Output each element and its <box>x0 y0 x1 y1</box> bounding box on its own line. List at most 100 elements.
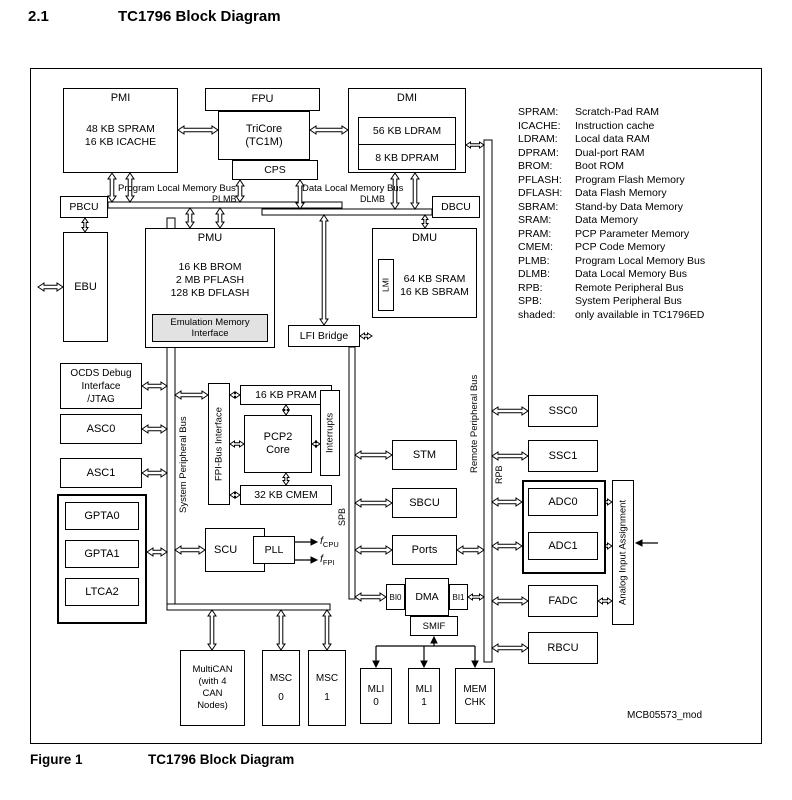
pcp2-line2: Core <box>266 444 290 456</box>
msc1-block: MSC 1 <box>308 650 346 726</box>
legend-abbr: CMEM: <box>518 241 553 253</box>
pmu-memories: 16 KB BROM 2 MB PFLASH 128 KB DFLASH <box>146 261 274 300</box>
section-number: 2.1 <box>28 8 49 25</box>
legend-row: RPB:Remote Peripheral Bus <box>518 282 705 296</box>
msc0-block: MSC 0 <box>262 650 300 726</box>
legend-row: PFLASH:Program Flash Memory <box>518 174 705 188</box>
legend-row: LDRAM:Local data RAM <box>518 133 705 147</box>
fpu-block: FPU <box>205 88 320 111</box>
legend-desc: Boot ROM <box>575 160 625 172</box>
msc1-line1: MSC <box>315 673 339 684</box>
mli1-line2: 1 <box>421 697 427 708</box>
mli0-block: MLI 0 <box>360 668 392 724</box>
msc1-line2: 1 <box>324 692 330 703</box>
memchk-line1: MEM <box>463 684 487 695</box>
legend-desc: Stand-by Data Memory <box>575 200 683 213</box>
legend-desc: only available in TC1796ED <box>575 308 705 321</box>
multican-block: MultiCAN (with 4 CAN Nodes) <box>180 650 245 726</box>
legend-desc: Data Local Memory Bus <box>575 268 688 280</box>
fcpu-symbol: f <box>320 535 323 547</box>
asc0-block: ASC0 <box>60 414 142 444</box>
ocds-block: OCDS Debug Interface /JTAG <box>60 363 142 409</box>
spb-bus-label: System Peripheral Bus <box>178 416 189 514</box>
legend-abbr: LDRAM: <box>518 133 558 145</box>
legend-abbr: PRAM: <box>518 227 552 240</box>
legend-abbr: ICACHE: <box>518 119 561 132</box>
ssc1-block: SSC1 <box>528 440 598 472</box>
stm-block: STM <box>392 440 457 470</box>
section-title: TC1796 Block Diagram <box>118 8 281 25</box>
adc0-block: ADC0 <box>528 488 598 516</box>
pcp2-core-block: PCP2 Core <box>244 415 312 473</box>
mli1-block: MLI 1 <box>408 668 440 724</box>
legend-row: SBRAM:Stand-by Data Memory <box>518 201 705 215</box>
legend-desc: PCP Parameter Memory <box>575 227 690 240</box>
legend-desc: Data Flash Memory <box>575 187 667 199</box>
ebu-block: EBU <box>63 232 108 342</box>
spb-abbr-label: SPB <box>337 508 347 527</box>
legend-desc: Scratch-Pad RAM <box>575 106 660 118</box>
legend-desc: Data Memory <box>575 214 639 226</box>
figure-border <box>30 68 762 744</box>
emulation-memory-interface-block: Emulation Memory Interface <box>152 314 268 342</box>
legend-row: DFLASH:Data Flash Memory <box>518 187 705 201</box>
legend-abbr: SRAM: <box>518 214 552 226</box>
asc1-block: ASC1 <box>60 458 142 488</box>
ocds-line1: OCDS Debug <box>70 367 132 379</box>
legend-desc: Program Local Memory Bus <box>575 254 706 267</box>
legend-row: DPRAM: Dual-port RAM <box>518 147 705 161</box>
ocds-line2: Interface <box>81 380 121 392</box>
dmi-ldram: 56 KB LDRAM <box>359 118 455 145</box>
msc0-line1: MSC <box>269 673 293 684</box>
fadc-block: FADC <box>528 585 598 617</box>
legend-row: shaded:only available in TC1796ED <box>518 309 705 323</box>
legend-desc: Program Flash Memory <box>575 173 685 186</box>
mli0-line2: 0 <box>373 697 379 708</box>
tricore-block: TriCore (TC1M) <box>218 111 310 160</box>
plmb-abbr: PLMB <box>212 194 237 204</box>
ffpi-symbol: f <box>320 553 323 565</box>
legend-abbr: BROM: <box>518 160 553 172</box>
dma-block: DMA <box>405 578 449 616</box>
legend-row: PRAM: PCP Parameter Memory <box>518 228 705 242</box>
gpta1-block: GPTA1 <box>65 540 139 568</box>
pmi-title: PMI <box>110 92 131 104</box>
dlmb-abbr: DLMB <box>360 194 386 204</box>
interrupts-block: Interrupts <box>320 390 340 476</box>
legend-row: SRAM: Data Memory <box>518 214 705 228</box>
figure-caption-label: Figure 1 <box>30 752 83 767</box>
ffpi-label: fFPI <box>320 553 335 567</box>
ocds-line3: /JTAG <box>87 393 115 405</box>
dmu-sbram: 16 KB SBRAM <box>400 286 469 298</box>
legend-abbr: DPRAM: <box>518 146 559 159</box>
fcpu-label: fCPU <box>320 535 339 549</box>
gpta0-block: GPTA0 <box>65 502 139 530</box>
pmu-title: PMU <box>197 232 223 244</box>
plmb-label: Program Local Memory Bus <box>118 183 236 194</box>
dmu-sram: 64 KB SRAM <box>403 273 466 285</box>
dbcu-block: DBCU <box>432 196 480 218</box>
ffpi-subscript: FPI <box>322 558 335 568</box>
legend-desc: Instruction cache <box>575 119 655 132</box>
pll-block: PLL <box>253 536 295 564</box>
lmi-block: LMI <box>378 259 394 311</box>
legend-row: DLMB:Data Local Memory Bus <box>518 268 705 282</box>
legend-desc: System Peripheral Bus <box>575 295 682 307</box>
pmu-pflash: 2 MB PFLASH <box>175 274 245 286</box>
legend-row: SPB:System Peripheral Bus <box>518 295 705 309</box>
lfi-bridge-block: LFI Bridge <box>288 325 360 347</box>
fpi-bus-interface-block: FPI-Bus Interface <box>208 383 230 505</box>
tricore-name: TriCore <box>245 122 283 135</box>
legend-desc: Dual-port RAM <box>575 146 645 159</box>
mli0-line1: MLI <box>367 684 385 695</box>
legend-row: SPRAM:Scratch-Pad RAM <box>518 106 705 120</box>
mli1-line1: MLI <box>415 684 433 695</box>
drawing-number: MCB05573_mod <box>627 710 703 721</box>
ports-block: Ports <box>392 535 457 565</box>
legend-row: ICACHE: Instruction cache <box>518 120 705 134</box>
adc1-block: ADC1 <box>528 532 598 560</box>
pmi-memories: 48 KB SPRAM 16 KB ICACHE <box>64 123 177 149</box>
ltca2-block: LTCA2 <box>65 578 139 606</box>
